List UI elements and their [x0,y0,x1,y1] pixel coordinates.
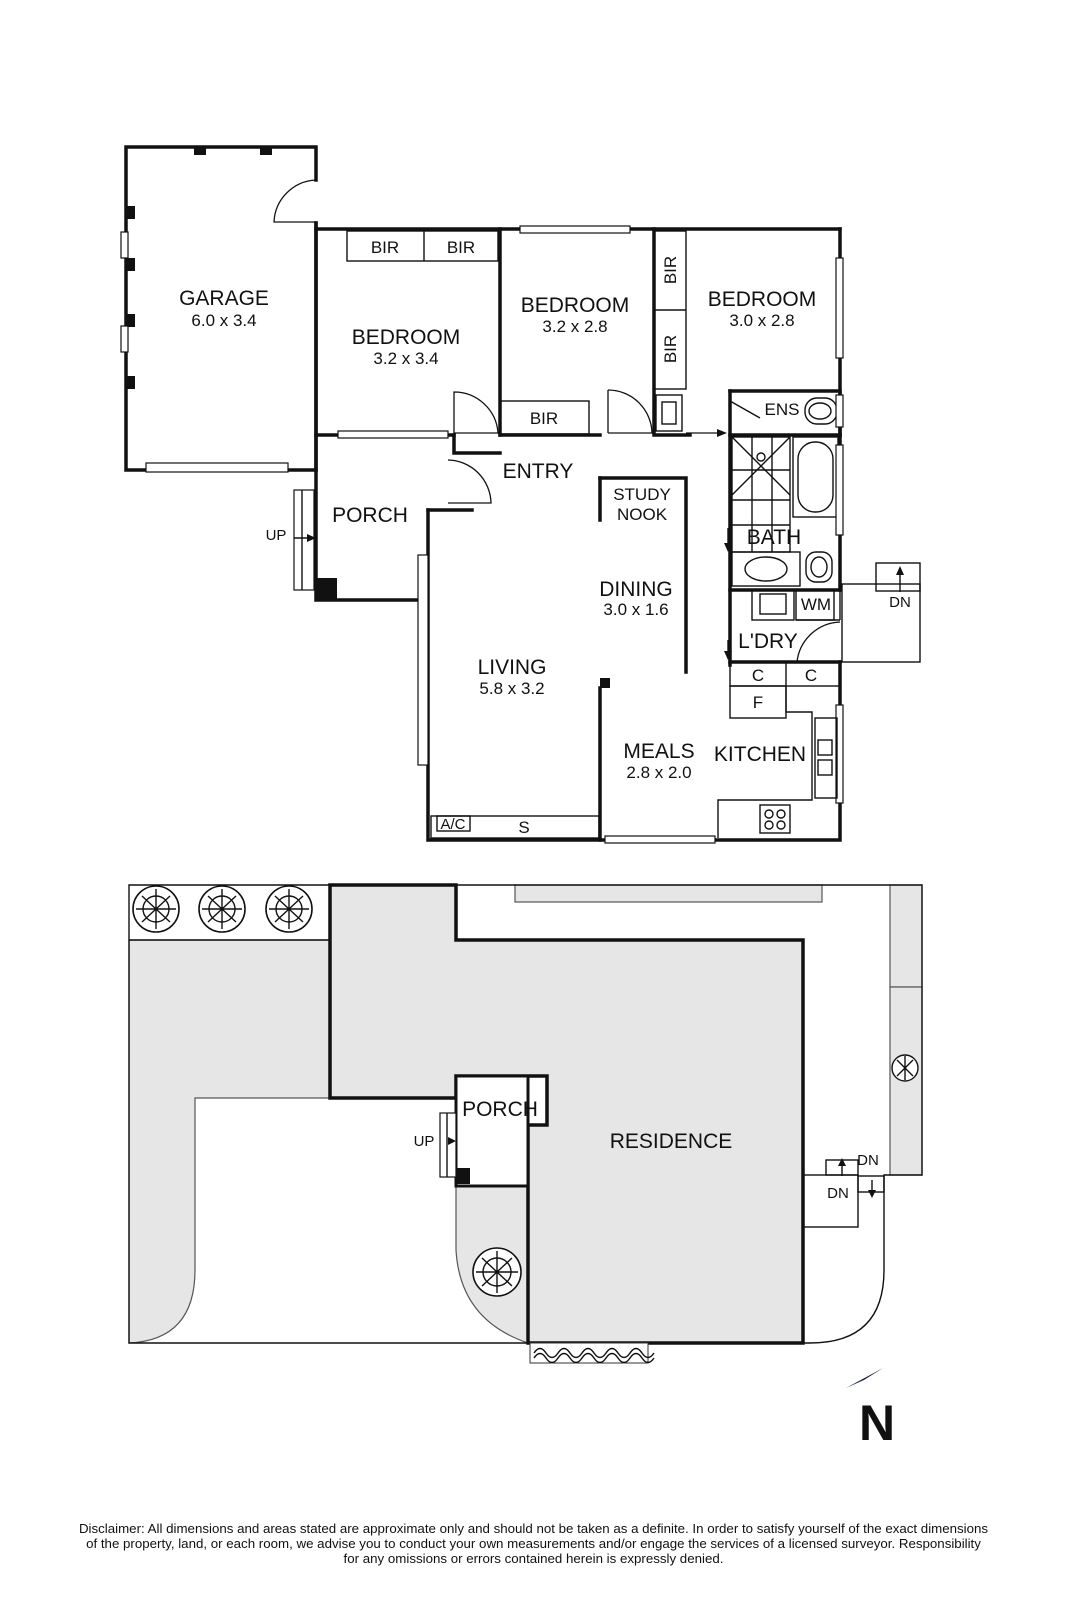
bir-label-5: BIR [661,335,680,363]
tree-icon [132,885,180,933]
laundry-label: L'DRY [738,630,798,653]
garage-dims: 6.0 x 3.4 [191,311,256,330]
site-porch-label: PORCH [462,1098,538,1121]
bath-label: BATH [747,526,801,549]
porch-label: PORCH [332,504,408,527]
bir-label-1: BIR [371,238,399,257]
disclaimer-line-1: Disclaimer: All dimensions and areas sta… [78,1521,989,1536]
rear-strip [514,884,823,903]
bedroom-1-label: BEDROOM [352,326,461,349]
study-label-line1: STUDY [613,485,671,504]
kitchen-label: KITCHEN [714,743,806,766]
bedroom-3-label: BEDROOM [708,288,817,311]
site-boundary [128,884,923,1344]
storage-label: S [518,818,529,837]
bedroom-2 [498,225,692,437]
porch-footprint [454,1074,530,1188]
ac-label: A/C [440,816,465,833]
driveway-area [128,939,331,1344]
porch-up-label: UP [266,527,287,544]
garage-label: GARAGE [179,287,269,310]
north-arrow-icon [846,1368,883,1388]
fridge-label: F [753,693,763,712]
living-zone [417,476,844,844]
wm-label: WM [801,595,831,614]
bedroom-1 [314,221,842,472]
ens-label: ENS [765,400,800,419]
site-plan: RESIDENCE PORCH UP DN DN [128,883,923,1364]
meals-dims: 2.8 x 2.0 [626,763,691,782]
bir-label-3: BIR [530,409,558,428]
floor-plan-labels: GARAGE 6.0 x 3.4 BEDROOM 3.2 x 3.4 BEDRO… [179,238,911,837]
residence-footprint [328,883,805,1345]
disclaimer-line-2: of the property, land, or each room, we … [86,1536,981,1551]
bedroom-2-label: BEDROOM [521,294,630,317]
dining-label: DINING [599,578,673,601]
disclaimer: Disclaimer: All dimensions and areas sta… [10,1521,1057,1566]
residence-label: RESIDENCE [610,1130,733,1153]
side-steps-down-label: DN [889,594,911,611]
tree-icon [472,1247,522,1297]
living-dims: 5.8 x 3.2 [479,679,544,698]
site-down-label-2: DN [827,1185,849,1202]
site-up-label: UP [414,1133,435,1150]
living-label: LIVING [478,656,547,679]
tree-icon [891,1054,919,1082]
bir-label-4: BIR [661,256,680,284]
cupboard-label-2: C [805,666,817,685]
study-label-line2: NOOK [617,505,668,524]
bedroom-3 [653,227,844,437]
north-compass: N [846,1368,895,1451]
floor-plan: GARAGE 6.0 x 3.4 BEDROOM 3.2 x 3.4 BEDRO… [120,145,921,844]
north-label: N [859,1395,895,1451]
bedroom-3-dims: 3.0 x 2.8 [729,311,794,330]
tree-icon [198,885,246,933]
disclaimer-line-3: for any omissions or errors contained he… [343,1551,724,1566]
wet-areas [724,389,921,667]
cupboard-label-1: C [752,666,764,685]
bedroom-1-dims: 3.2 x 3.4 [373,349,438,368]
bedroom-2-dims: 3.2 x 2.8 [542,317,607,336]
meals-label: MEALS [623,740,694,763]
tree-icon [265,885,313,933]
bir-label-2: BIR [447,238,475,257]
site-down-label-1: DN [857,1152,879,1169]
entry-label: ENTRY [503,460,574,483]
side-strip [889,884,923,988]
dining-dims: 3.0 x 1.6 [603,600,668,619]
entry-porch [293,433,502,602]
